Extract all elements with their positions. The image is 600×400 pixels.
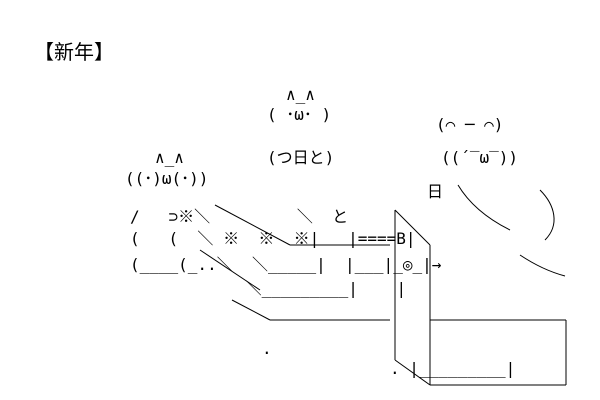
art-line-left-cat-ears: ∧_∧: [155, 148, 184, 167]
art-line-left-cat-face: ((･)ω(･)): [125, 169, 209, 188]
art-line-box-bottom: . |_________|: [390, 359, 516, 378]
art-line-row-3: (____(_..＼ ＼_____| |___|_◎_|→: [130, 255, 442, 274]
stroke-bear-arm-right: [539, 189, 555, 241]
art-line-dot: .: [262, 339, 272, 358]
art-line-middle-cat-ears: ∧_∧: [286, 85, 315, 104]
art-line-row-4: ＼_________| |: [130, 279, 407, 298]
stroke-box-bottom-left: [394, 359, 431, 386]
art-line-bear-face: ((´‾ω‾)): [441, 148, 519, 167]
art-line-middle-cat-face: ( ･ω･ ): [267, 105, 332, 124]
art-line-row-1: / ⊃※＼ ＼ と: [130, 207, 349, 226]
art-line-middle-cat-hands: (つ日と): [267, 148, 335, 167]
stroke-bear-paw: [519, 254, 566, 277]
art-line-row-2: ( ( ＼ ※ ※ ※| |====B|: [130, 229, 416, 248]
stroke-bear-arm-left: [457, 184, 511, 231]
stroke-diagonal-3: [231, 299, 271, 321]
stroke-box-top-left: [394, 209, 431, 246]
art-line-box-lid-glyph: 日: [427, 182, 444, 201]
art-line-bear-ears: (⌒ ─ ⌒): [436, 115, 504, 134]
stroke-diagonal-2: [199, 249, 261, 291]
stroke-diagonal-1: [214, 204, 291, 246]
page-title: 【新年】: [34, 40, 114, 64]
